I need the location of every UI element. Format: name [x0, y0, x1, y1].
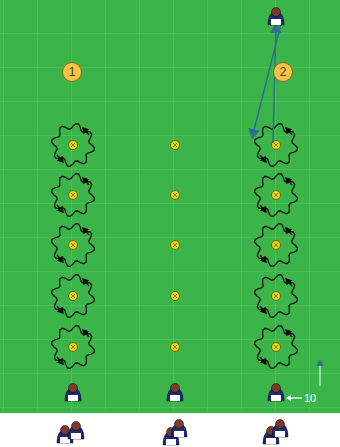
weave-arrow: [286, 128, 292, 135]
cone: [272, 241, 281, 250]
cone-mark: [274, 294, 278, 298]
callout-number: 1: [69, 66, 76, 78]
cone-mark: [71, 193, 75, 197]
cone: [69, 141, 78, 150]
weave-path: [255, 224, 298, 267]
cone: [69, 292, 78, 301]
cone-mark: [274, 243, 278, 247]
cone-mark: [173, 143, 177, 147]
cone-mark: [274, 193, 278, 197]
cone: [171, 141, 180, 150]
cone: [69, 241, 78, 250]
distance-label: 10: [304, 393, 316, 404]
player-icon: [268, 384, 284, 402]
cone-mark: [274, 345, 278, 349]
cone-mark: [71, 243, 75, 247]
cone: [171, 241, 180, 250]
cone-mark: [173, 294, 177, 298]
cone-mark: [71, 345, 75, 349]
cone: [69, 191, 78, 200]
player-icon: [167, 384, 183, 402]
weave-path: [52, 124, 95, 167]
weave-arrow: [57, 205, 63, 212]
weave-arrow: [260, 357, 266, 364]
weave-path: [52, 174, 95, 217]
callout-number: 2: [280, 66, 287, 78]
player-icon: [272, 420, 288, 438]
weave-path: [52, 224, 95, 267]
cone: [272, 343, 281, 352]
weave-arrow: [83, 228, 89, 235]
weave-arrow: [83, 330, 89, 337]
weave-arrow: [83, 178, 89, 185]
cone-mark: [173, 243, 177, 247]
weave-arrow: [260, 205, 266, 212]
cone: [69, 343, 78, 352]
weave-path: [255, 275, 298, 318]
cone: [272, 292, 281, 301]
cone: [272, 191, 281, 200]
weave-arrow: [57, 255, 63, 262]
callout-circle: 1: [62, 62, 82, 82]
weave-arrow: [57, 357, 63, 364]
cone: [171, 191, 180, 200]
weave-arrow: [260, 255, 266, 262]
weave-path: [52, 326, 95, 369]
cone-mark: [71, 294, 75, 298]
weave-arrow: [286, 178, 292, 185]
weave-arrow: [83, 128, 89, 135]
cone-mark: [173, 193, 177, 197]
cone-mark: [71, 143, 75, 147]
weave-arrow: [260, 306, 266, 313]
weave-arrow: [57, 155, 63, 162]
cone-mark: [274, 143, 278, 147]
weave-arrow: [286, 228, 292, 235]
cone: [171, 292, 180, 301]
player-icon: [65, 384, 81, 402]
weave-arrow: [260, 155, 266, 162]
player-icon: [68, 422, 84, 440]
weave-arrow: [286, 330, 292, 337]
weave-arrow: [57, 306, 63, 313]
player-icon: [268, 8, 284, 26]
cone: [171, 343, 180, 352]
weave-path: [255, 326, 298, 369]
cone-mark: [173, 345, 177, 349]
weave-arrow: [83, 279, 89, 286]
callout-circle: 2: [273, 62, 293, 82]
player-icon: [171, 420, 187, 438]
weave-path: [255, 174, 298, 217]
weave-arrow: [286, 279, 292, 286]
weave-path: [52, 275, 95, 318]
weave-path: [255, 124, 298, 167]
